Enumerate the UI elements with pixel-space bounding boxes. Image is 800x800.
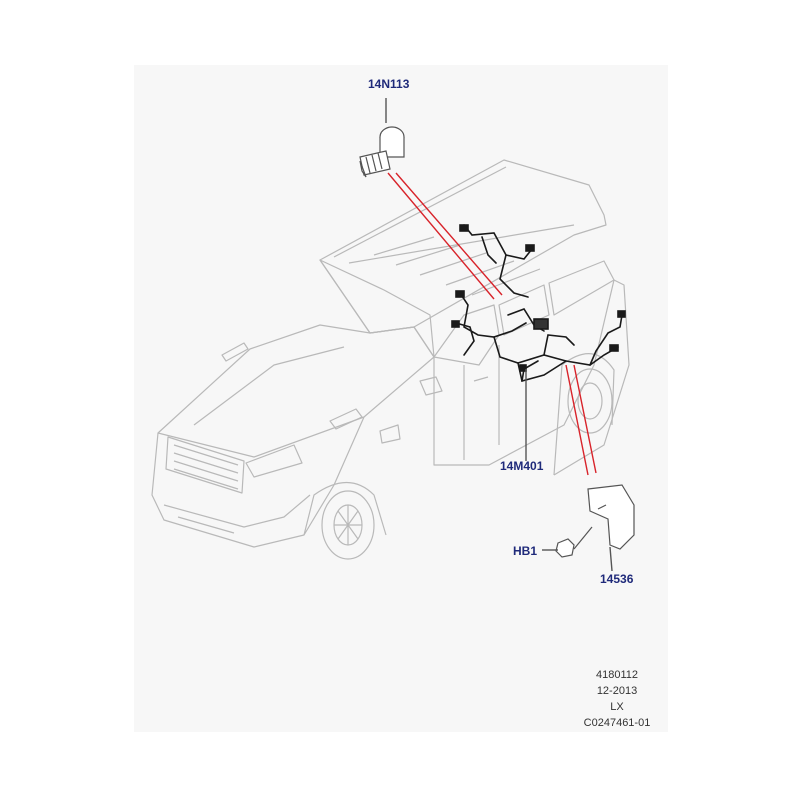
callout-harness: 14M401 <box>500 459 544 473</box>
callout-bracket: 14536 <box>600 572 634 586</box>
leader-lines <box>385 98 613 572</box>
vehicle-outline <box>151 159 630 560</box>
clip-part-illustration <box>359 126 405 178</box>
wiring-harness <box>451 224 626 382</box>
bracket-part-illustration <box>587 484 635 550</box>
drawing-code: LX <box>610 701 624 713</box>
callout-bolt: HB1 <box>513 544 538 558</box>
vehicle-diagram <box>151 98 635 572</box>
drawing-date: 12-2013 <box>596 685 638 697</box>
diagram-sheet: 14N113 14M401 HB1 14536 4180112 12-2013 … <box>134 65 668 732</box>
drawing-reference: C0247461-01 <box>583 717 651 729</box>
callout-clip: 14N113 <box>368 77 410 91</box>
drawing-number: 4180112 <box>595 669 638 681</box>
bolt-part-illustration <box>555 526 593 558</box>
